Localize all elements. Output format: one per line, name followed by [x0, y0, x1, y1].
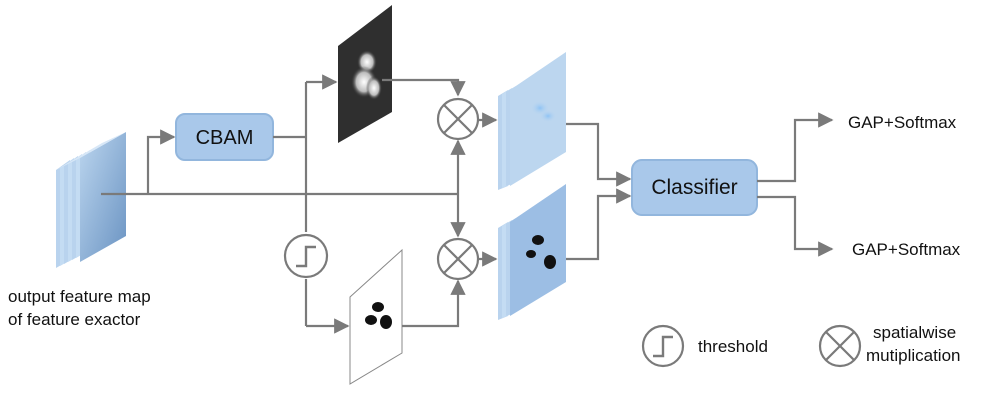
- attention-map-dark: [338, 5, 392, 143]
- feature-map-bottom: [498, 184, 566, 320]
- input-caption-line1: output feature map: [8, 287, 151, 306]
- connections: [101, 74, 834, 334]
- legend-threshold-label: threshold: [698, 337, 768, 356]
- output-label-bottom: GAP+Softmax: [852, 240, 961, 259]
- multiply-operator-bottom: [436, 237, 480, 281]
- threshold-mask: [349, 248, 403, 385]
- output-label-top: GAP+Softmax: [848, 113, 957, 132]
- step-icon: [296, 245, 316, 268]
- input-caption-line2: of feature exactor: [8, 310, 141, 329]
- feature-map-top: [498, 52, 566, 190]
- legend-multiply-label-line2: mutiplication: [866, 346, 961, 365]
- classifier-box: [631, 159, 758, 216]
- input-feature-map: [56, 132, 126, 268]
- legend-multiply-icon: [818, 324, 862, 368]
- multiply-operator-top: [436, 97, 480, 141]
- legend-multiply-label-line1: spatialwise: [873, 323, 956, 342]
- threshold-operator: [283, 233, 329, 279]
- cbam-label: CBAM: [196, 127, 254, 149]
- legend: threshold spatialwise mutiplication: [641, 323, 961, 368]
- classifier-label: Classifier: [651, 176, 737, 199]
